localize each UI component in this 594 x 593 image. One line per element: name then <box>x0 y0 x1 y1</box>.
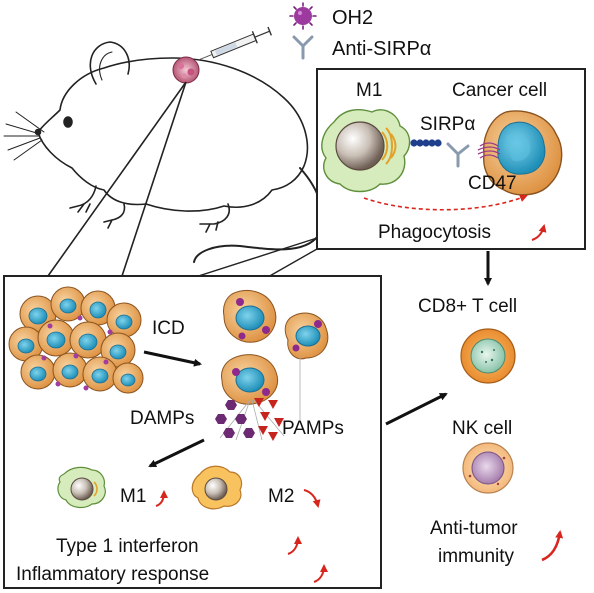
m2-down-arrow-icon <box>303 489 321 508</box>
antibody-label: Anti-SIRPα <box>332 38 431 60</box>
antibody-icon <box>292 35 314 60</box>
inset-cancer-cell <box>483 110 563 196</box>
anti-tumor-label-line1: Anti-tumor <box>430 518 518 539</box>
pamps-label: PAMPs <box>282 418 344 439</box>
icd-arrow <box>143 350 202 367</box>
interferon-up-arrow-icon <box>287 536 302 555</box>
mouse-tail <box>193 167 325 263</box>
mouse-tumor <box>172 56 200 84</box>
mouse-ear <box>89 41 130 85</box>
inflammatory-response-label: Inflammatory response <box>16 564 209 585</box>
small-m2-label: M2 <box>268 486 294 507</box>
dying-cancer-cells <box>221 290 329 405</box>
small-m2-macrophage <box>191 465 243 510</box>
phagocytosis-up-arrow-icon <box>531 224 547 241</box>
panel-to-immune-arrow <box>385 392 448 426</box>
damps-molecules <box>215 400 255 438</box>
m1-up-arrow-icon <box>155 490 168 507</box>
virus-icon <box>289 2 317 30</box>
anti-tumor-up-arrow-icon <box>541 530 564 562</box>
pamps-molecules <box>254 398 284 441</box>
icd-label: ICD <box>152 318 185 339</box>
type1-interferon-label: Type 1 interferon <box>56 536 199 557</box>
mouse-body <box>37 57 309 212</box>
nk-cell-label: NK cell <box>452 418 512 439</box>
mouse-whiskers <box>3 111 45 161</box>
mouse-back-leg <box>199 203 230 233</box>
sirpa-receptor-icon <box>410 139 442 147</box>
cd8-t-cell <box>460 328 516 384</box>
small-m1-label: M1 <box>120 486 146 507</box>
damps-to-macrophage-arrow <box>148 438 205 468</box>
nk-cell <box>462 442 514 494</box>
mouse-eye <box>63 116 73 128</box>
syringe-icon <box>199 26 273 61</box>
damps-label: DAMPs <box>130 408 194 429</box>
phagocytosis-label: Phagocytosis <box>378 222 491 243</box>
sirpa-label: SIRPα <box>420 114 475 135</box>
phagocytosis-arrow <box>363 194 528 211</box>
m1-macrophage-cell <box>321 109 411 193</box>
cd8-t-cell-label: CD8+ T cell <box>418 296 517 317</box>
cd47-label: CD47 <box>468 173 517 194</box>
virus-label: OH2 <box>332 7 373 29</box>
cd47-receptor-icon <box>477 142 501 159</box>
inset-cancer-cell-label: Cancer cell <box>452 80 547 101</box>
anti-sirpa-antibody-icon <box>446 142 470 168</box>
small-m1-macrophage <box>57 466 106 509</box>
inset-m1-label: M1 <box>356 80 382 101</box>
mouse-illustration <box>3 41 325 263</box>
anti-tumor-label-line2: immunity <box>438 546 515 567</box>
tumor-cell-cluster <box>8 286 144 394</box>
mouse-front-leg <box>69 185 97 213</box>
inflammatory-up-arrow-icon <box>313 564 328 583</box>
